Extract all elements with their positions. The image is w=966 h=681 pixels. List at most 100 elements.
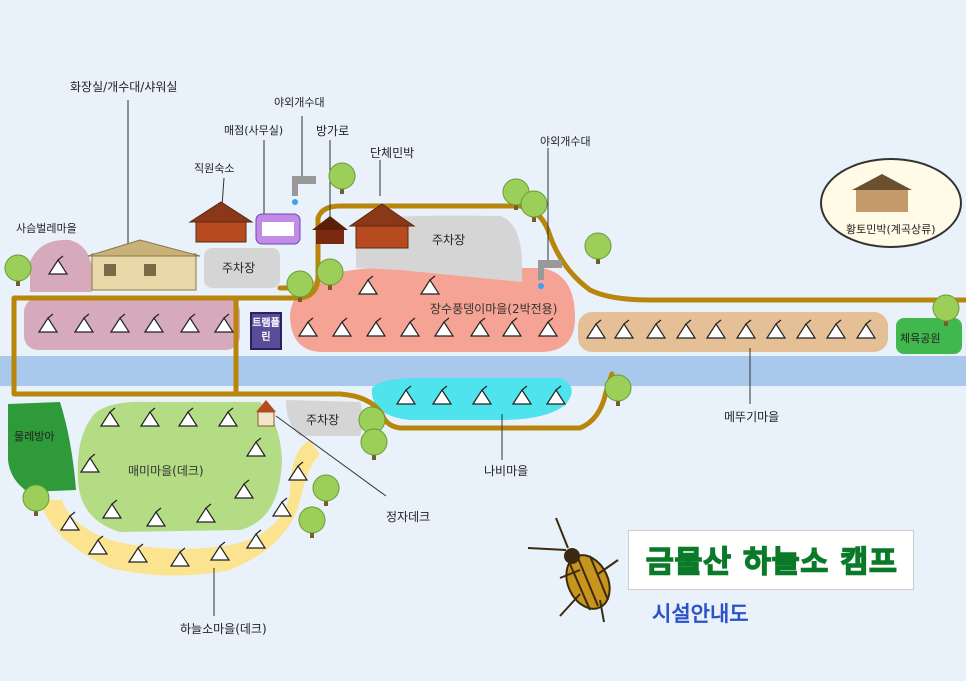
tent-icon [143,313,165,333]
tent-icon [287,461,309,481]
tent-icon [675,319,697,339]
tent-icon [99,407,121,427]
tent-icon [271,497,293,517]
hwangto-label: 황토민박(계곡상류) [846,223,936,236]
tent-icon [209,541,231,561]
leader-lines [127,100,751,616]
jangsu-village-zone [290,268,575,352]
tent-icon [245,437,267,457]
tree-icon [316,258,344,290]
sasum-village-label: 사슴벌레마을 [16,222,77,235]
map-subtitle: 시설안내도 [652,602,749,626]
tent-icon [705,319,727,339]
mulrae-label: 물레방아 [14,430,55,443]
sasum-village-zone [24,298,240,350]
restroom-building [87,239,201,291]
tent-icon [79,453,101,473]
tree-icon [22,484,50,516]
bungalow-building [312,216,348,244]
store-building [255,213,301,245]
tent-icon [233,479,255,499]
restroom-label: 화장실/개수대/샤워실 [70,80,178,94]
tent-icon [245,529,267,549]
hwangto-bubble [820,158,962,248]
tent-icon [37,313,59,333]
tree-icon [604,374,632,406]
camp-title: 금물산 하늘소 캠프 [645,544,898,581]
tent-icon [297,317,319,337]
tree-icon [520,190,548,222]
tent-icon [613,319,635,339]
tent-icon [331,317,353,337]
jeongja-deck-label: 정자데크 [386,510,431,524]
tent-icon [145,507,167,527]
tree-icon [328,162,356,194]
tree-icon [286,270,314,302]
nabi-village-zone [371,378,572,420]
tent-icon [169,547,191,567]
tree-icon [4,254,32,286]
tent-icon [179,313,201,333]
store-label: 매점(사무실) [224,124,284,137]
tree-icon [312,474,340,506]
tree-icon [932,294,960,326]
outdoor-sink-1 [292,176,316,205]
tent-icon [825,319,847,339]
tent-icon [471,385,493,405]
tent-icon [795,319,817,339]
parking-lot-1 [204,248,280,288]
tent-icon [645,319,667,339]
tent-icon [59,511,81,531]
tent-icon [213,313,235,333]
tent-icon [109,313,131,333]
maemi-village-zone [77,401,282,532]
tree-icon [298,506,326,538]
staff-housing-building [188,201,254,243]
tent-icon [73,313,95,333]
tent-icon [177,407,199,427]
tent-icon [545,385,567,405]
tent-icon [365,317,387,337]
maemi-village-label: 매미마을(데크) [128,464,204,478]
jangsu-village-label: 장수풍뎅이마을(2박전용) [430,302,558,316]
tent-icon [139,407,161,427]
tree-icon [360,428,388,460]
mulrae-zone [8,402,76,492]
parking-lot-3 [286,400,363,436]
parking-label-1: 주차장 [222,261,255,275]
parking-label-3: 주차장 [306,413,339,427]
gym-park-label: 체육공원 [900,332,941,345]
pavilion-building [256,400,276,427]
haneulso-village-label: 하늘소마을(데크) [180,622,267,636]
tent-icon [127,543,149,563]
tent-icon [501,317,523,337]
tent-icon [537,317,559,337]
title-box [628,530,914,590]
tent-icon [399,317,421,337]
gym-park-zone [896,318,962,354]
tent-icon [395,385,417,405]
tent-icon [855,319,877,339]
staff-housing-label: 직원숙소 [194,162,235,175]
tent-icon [419,275,441,295]
tents [37,255,877,567]
tree-icon [584,232,612,264]
tent-icon [433,317,455,337]
group-lodge-building [348,203,416,249]
hwangto-house-icon [852,174,912,212]
trampoline-label: 트램플린 [252,318,280,343]
tent-icon [511,385,533,405]
outdoor-sink-2-label: 야외개수대 [540,135,591,148]
outdoor-sink-1-label: 야외개수대 [274,96,325,109]
bungalow-label: 방가로 [316,124,350,138]
tent-icon [47,255,69,275]
tent-icon [735,319,757,339]
parking-label-2: 주차장 [432,233,465,247]
haneulso-village-zone [40,440,320,576]
tent-icon [87,535,109,555]
tent-icon [431,385,453,405]
tent-icon [585,319,607,339]
nabi-village-label: 나비마을 [484,464,529,478]
